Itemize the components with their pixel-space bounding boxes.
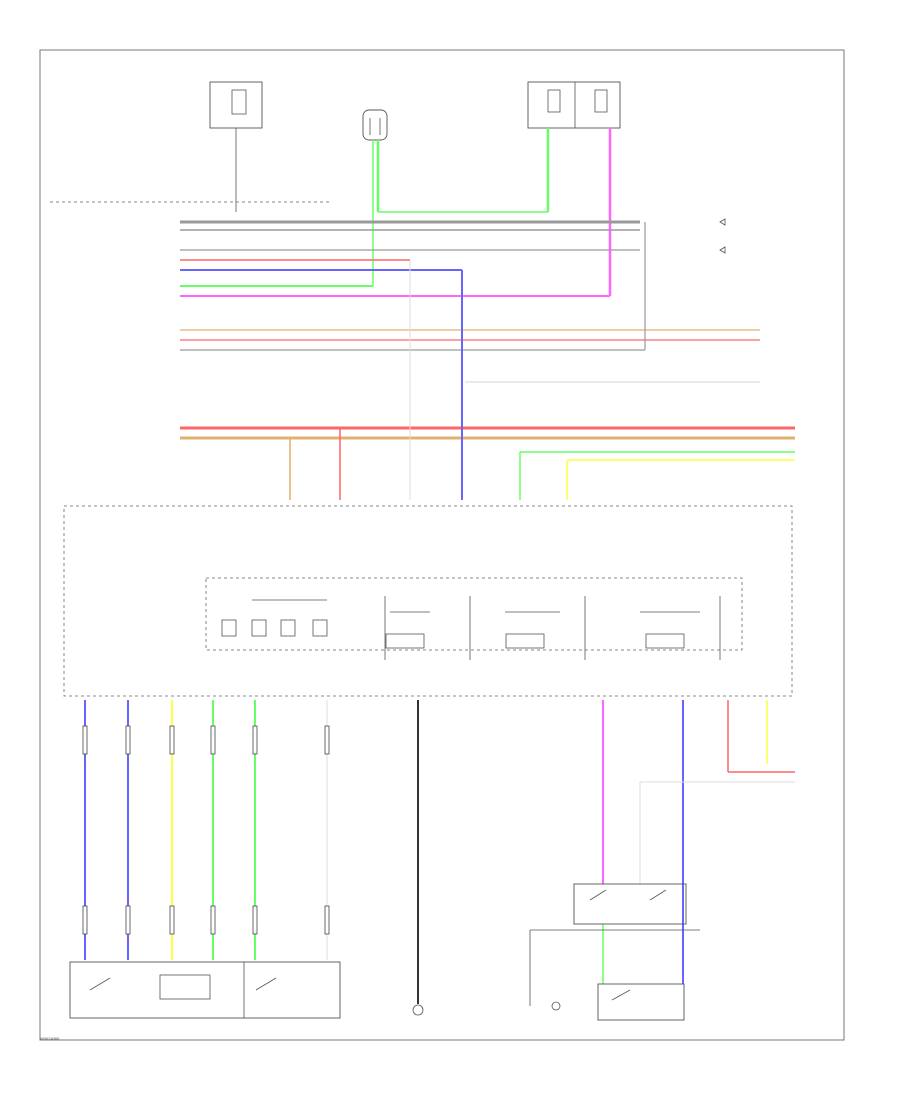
wire-connector [252, 725, 258, 755]
wire-connector [125, 905, 131, 935]
wire-connector [82, 905, 88, 935]
lock-switch-unit [205, 577, 743, 651]
horizontal-wires [180, 220, 795, 440]
wire-connector [169, 725, 175, 755]
wire-connector [252, 905, 258, 935]
bottom-left-door-unit [69, 961, 341, 1019]
wire-connector [324, 905, 330, 935]
top-wire-stubs [372, 128, 612, 296]
wire-connector [125, 725, 131, 755]
bottom-center-sensor [412, 1004, 424, 1016]
harness-arrows [719, 218, 726, 254]
top-center-switch [362, 109, 388, 141]
vertical-wires [82, 222, 795, 1004]
body-control-module [63, 505, 793, 697]
lock-unit-switches [221, 596, 721, 660]
wire-connector [82, 725, 88, 755]
wire-connector [210, 725, 216, 755]
diagram-border [39, 49, 845, 1041]
wire-connector [169, 905, 175, 935]
wire-connector [324, 725, 330, 755]
top-left-fuse-box [209, 81, 263, 212]
wire-connector [210, 905, 216, 935]
top-right-fuse-box [527, 81, 621, 129]
bottom-right-relay [529, 883, 700, 1021]
diagram-id: W0024060 [40, 1036, 60, 1041]
